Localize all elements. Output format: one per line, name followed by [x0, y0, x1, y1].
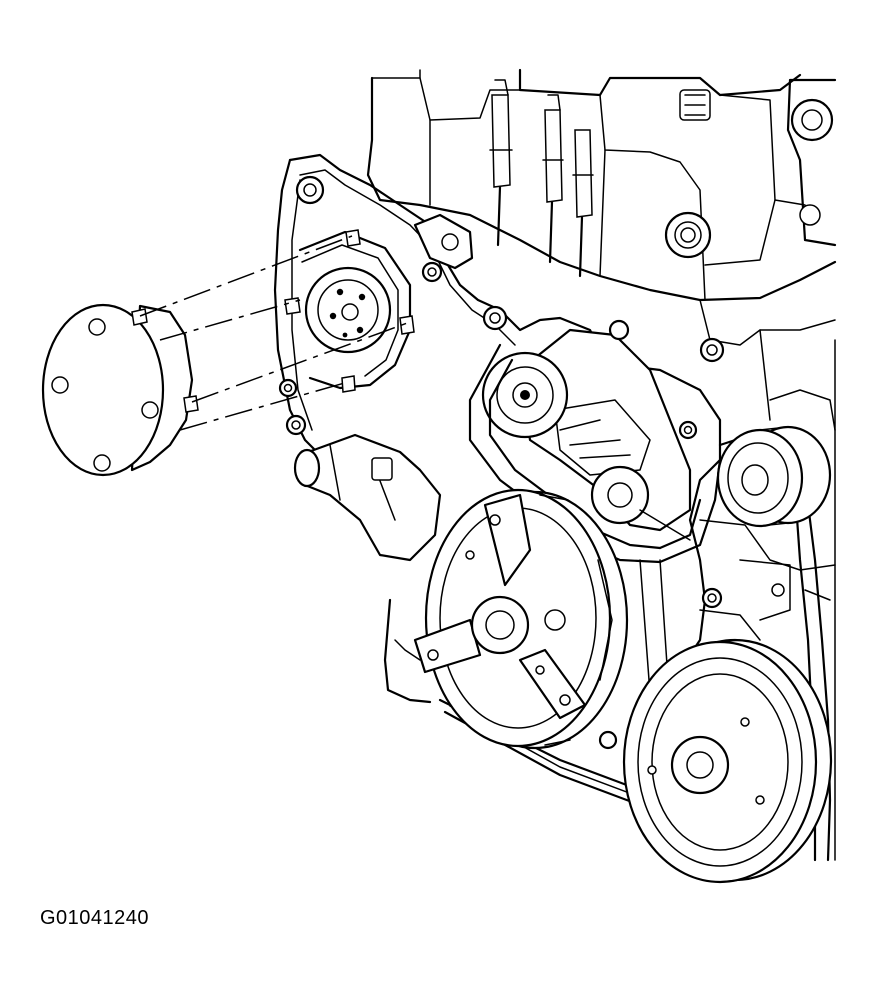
- cover-bolt: [703, 589, 721, 607]
- cover-bolt: [287, 416, 305, 434]
- crankshaft-balancer: [415, 490, 627, 748]
- belt-tensioner: [483, 321, 690, 540]
- crank-sensor: [295, 435, 440, 560]
- engine-block-outline: [368, 70, 835, 860]
- figure-id-label: G01041240: [40, 907, 150, 929]
- plate-bolt-hole: [52, 377, 68, 393]
- plate-bolt-hole: [94, 455, 110, 471]
- cover-bolt: [280, 380, 296, 396]
- cover-bolt: [680, 422, 696, 438]
- plate-bolt-hole: [89, 319, 105, 335]
- alignment-lines: [140, 236, 410, 430]
- cover-bolt: [297, 177, 323, 203]
- cover-bolt: [701, 339, 723, 361]
- cover-bolt: [423, 263, 441, 281]
- cover-bolt: [484, 307, 506, 329]
- idler-pulley: [718, 390, 835, 526]
- mounting-bracket: [700, 520, 835, 640]
- front-timing-cover: [275, 155, 723, 702]
- cover-plate: [43, 305, 198, 475]
- camshaft-sprocket: [285, 230, 414, 392]
- lower-pulley: [624, 640, 831, 882]
- plate-bolt-hole: [142, 402, 158, 418]
